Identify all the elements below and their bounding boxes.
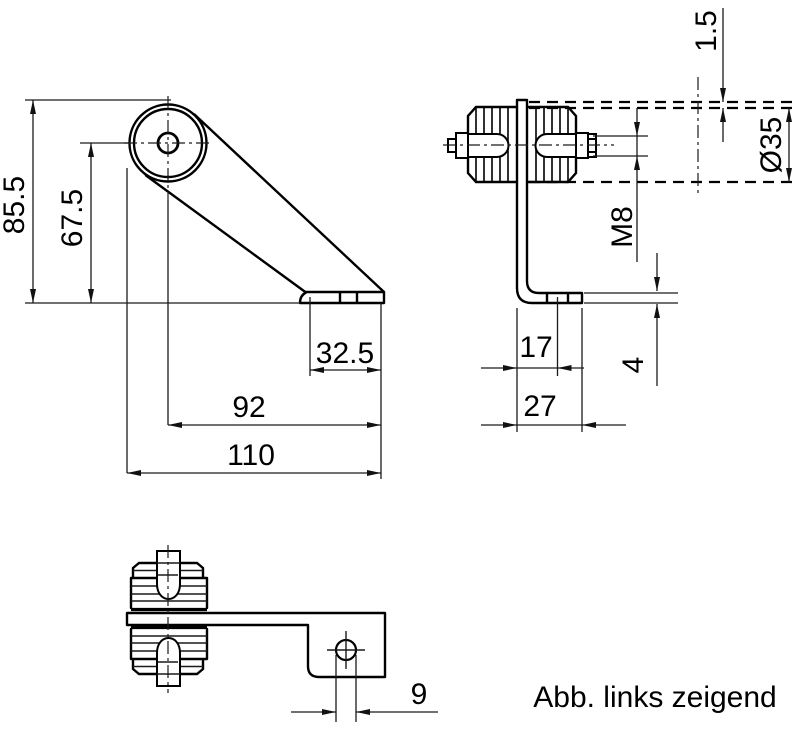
front-bracket-outline — [144, 113, 386, 305]
dim-thread-size: M8 — [606, 206, 639, 248]
side-dimension-lines — [481, 8, 790, 432]
side-bracket-outline — [466, 98, 584, 305]
dim-plate-thickness: 4 — [617, 357, 650, 374]
side-view: 1.5 Ø35 M8 4 17 27 — [443, 8, 792, 432]
dim-hole-offset: 17 — [519, 331, 552, 364]
left-hub-channel — [455, 133, 510, 158]
front-dimension-lines — [25, 99, 382, 479]
dim-axis-to-end: 92 — [232, 391, 265, 424]
side-centerlines — [443, 77, 699, 196]
front-arrowheads — [30, 100, 381, 476]
dim-total-length: 110 — [227, 439, 275, 472]
dim-roller-diameter: Ø35 — [755, 117, 788, 174]
dim-total-height: 85.5 — [0, 176, 31, 234]
top-roller-contact-lines — [131, 607, 207, 630]
front-view: 85.5 67.5 32.5 92 110 — [0, 96, 386, 479]
top-view: 9 — [125, 545, 438, 722]
dim-axis-height: 67.5 — [56, 189, 89, 247]
rail-dashed-lines — [529, 100, 792, 184]
top-arm-foot-outline — [125, 611, 387, 679]
dim-foot-width: 27 — [523, 390, 556, 423]
dim-foot-run: 32.5 — [316, 337, 374, 370]
caption-text: Abb. links zeigend — [533, 681, 777, 714]
dim-rail-clearance: 1.5 — [690, 10, 723, 52]
dim-hole-diameter: 9 — [411, 678, 428, 711]
top-arrowheads — [322, 709, 370, 715]
foot-hole-crosshair — [327, 631, 365, 669]
front-centerlines — [124, 96, 213, 200]
top-dimension-lines — [291, 655, 438, 722]
